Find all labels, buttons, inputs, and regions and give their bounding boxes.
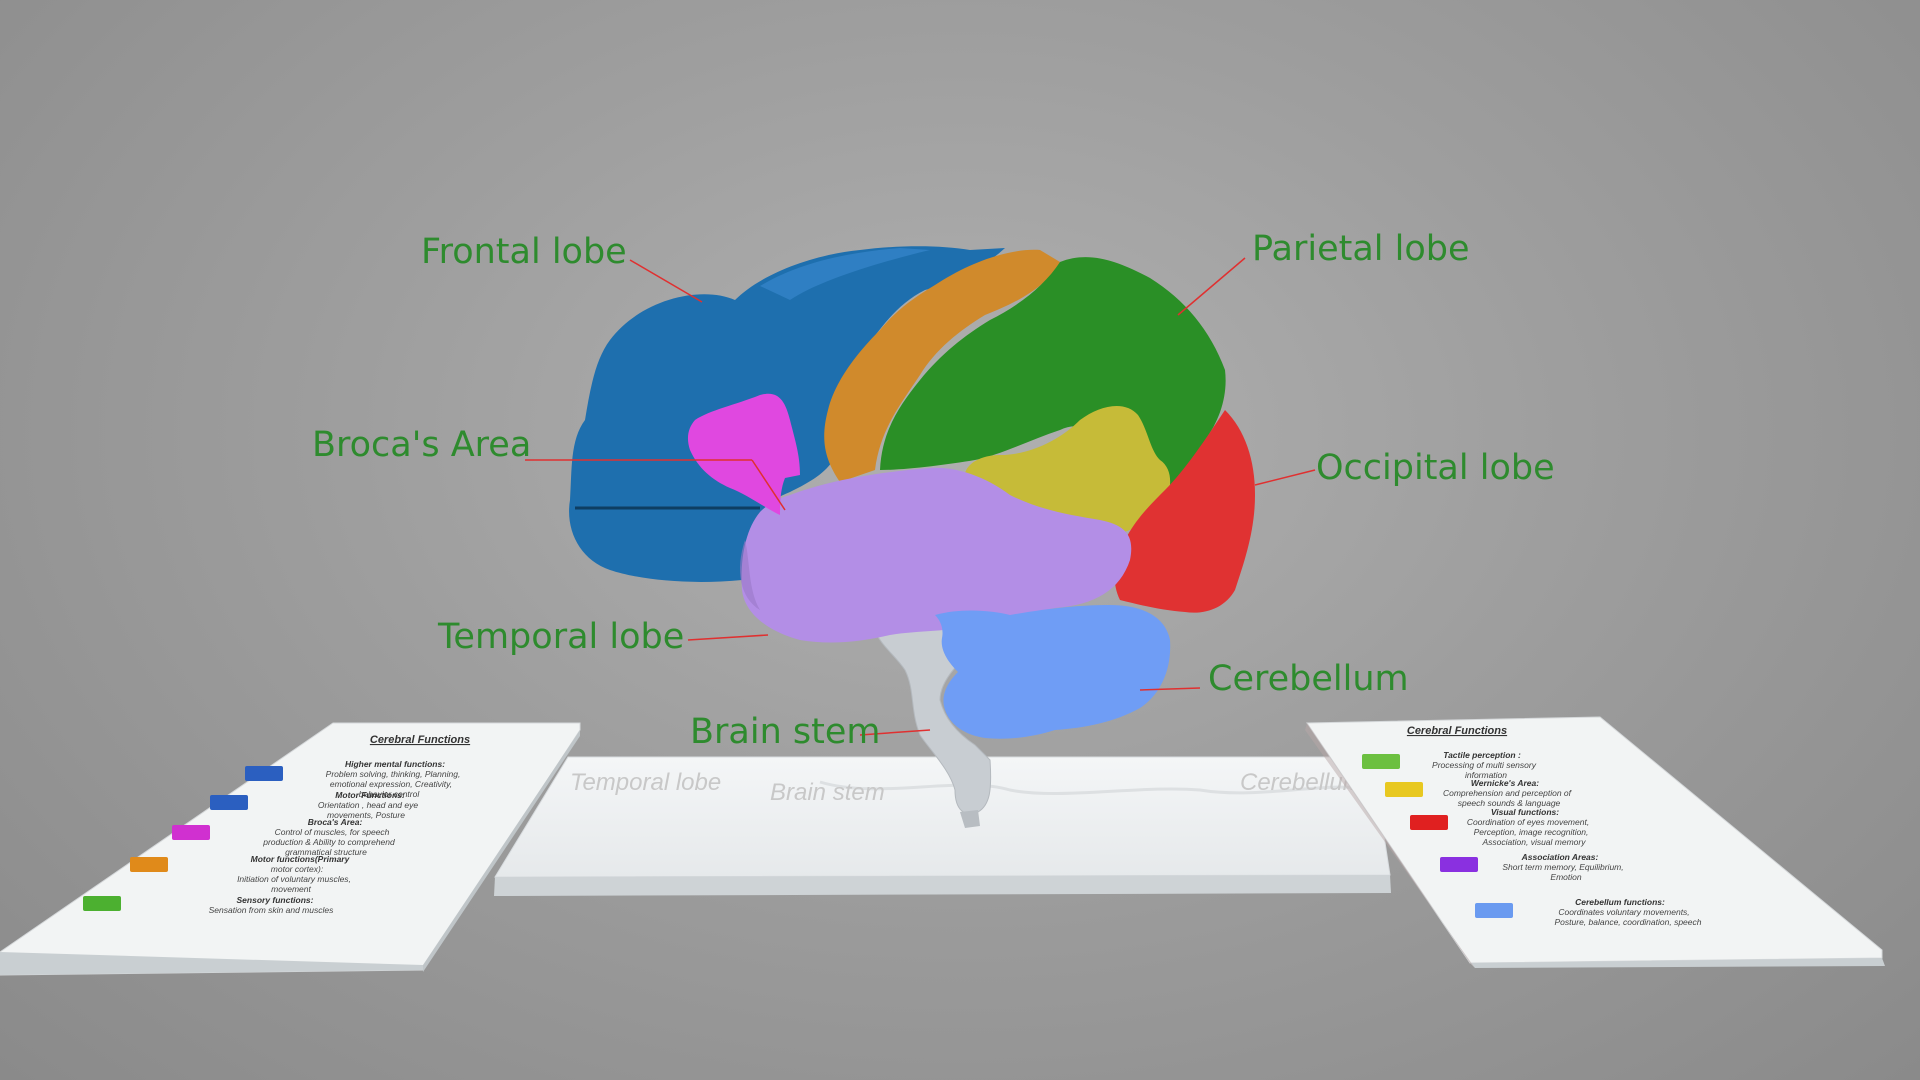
legend-heading: Tactile perception : (1443, 750, 1521, 760)
legend-description: Perception, image recognition, (1474, 827, 1589, 837)
legend-heading: Wernicke's Area: (1471, 778, 1539, 788)
legend-description: production & Ability to comprehend (262, 837, 395, 847)
legend-heading: Higher mental functions: (345, 759, 445, 769)
legend-description: Association, visual memory (1482, 837, 1587, 847)
base-reflection-brainstem: Brain stem (770, 779, 885, 806)
leader-cerebellum (1139, 687, 1201, 691)
right-card-title: Cerebral Functions (1407, 725, 1507, 737)
leader-temporal (687, 634, 769, 641)
legend-heading: Broca's Area: (308, 817, 363, 827)
cerebellum-region (935, 605, 1171, 739)
legend-heading: Visual functions: (1491, 807, 1559, 817)
legend-heading: Motor functions(Primary (251, 854, 351, 864)
legend-description: Control of muscles, for speech (275, 827, 390, 837)
left-card-title: Cerebral Functions (370, 734, 470, 746)
legend-swatch (1440, 857, 1478, 872)
leader-lines (525, 257, 1316, 736)
label-occipital-lobe: Occipital lobe (1316, 448, 1555, 488)
brocas-area-region (687, 393, 800, 515)
legend-swatch (210, 795, 248, 810)
legend-description: information (1465, 770, 1507, 780)
legend-swatch (1385, 782, 1423, 797)
legend-heading: Sensory functions: (237, 895, 314, 905)
temporal-shade (740, 540, 760, 610)
legend-description: Problem solving, thinking, Planning, (326, 769, 461, 779)
legend-swatch (130, 857, 168, 872)
legend-swatch (1475, 903, 1513, 918)
legend-heading: Association Areas: (1521, 852, 1599, 862)
legend-description: Posture, balance, coordination, speech (1555, 917, 1702, 927)
legend-description: Short term memory, Equilibrium, (1502, 862, 1623, 872)
motor-cortex-region (824, 249, 1060, 482)
legend-description: Comprehension and perception of (1443, 788, 1573, 798)
leader-broca-2 (751, 459, 786, 511)
label-cerebellum: Cerebellum (1208, 659, 1409, 699)
occipital-lobe-region (1114, 410, 1255, 613)
right-card-items: Tactile perception :Processing of multi … (1362, 750, 1702, 927)
leader-brainstem (859, 729, 931, 736)
frontal-highlight (760, 248, 930, 300)
leader-frontal (629, 259, 703, 303)
label-brain-stem: Brain stem (690, 712, 880, 752)
legend-description: Sensation from skin and muscles (209, 905, 334, 915)
right-function-card: Cerebral Functions Tactile perception :P… (1305, 716, 1885, 968)
legend-description: behavior control (359, 789, 421, 799)
legend-description: Processing of multi sensory (1432, 760, 1537, 770)
base-reflection-temporal: Temporal lobe (570, 769, 721, 796)
legend-description: emotional expression, Creativity, (330, 779, 452, 789)
legend-swatch (1362, 754, 1400, 769)
legend-description: movement (271, 884, 311, 894)
label-temporal-lobe: Temporal lobe (437, 617, 684, 657)
brainstem-base (960, 810, 980, 828)
leader-occipital (1254, 469, 1316, 486)
label-frontal-lobe: Frontal lobe (421, 232, 627, 272)
legend-description: Initiation of voluntary muscles, (237, 874, 351, 884)
legend-description: grammatical structure (285, 847, 367, 857)
legend-description: motor cortex): (271, 864, 324, 874)
legend-description: Emotion (1550, 872, 1581, 882)
display-base: Temporal lobe Brain stem Cerebellum (494, 756, 1391, 896)
label-brocas-area: Broca's Area (312, 425, 531, 465)
legend-swatch (245, 766, 283, 781)
legend-swatch (83, 896, 121, 911)
legend-description: speech sounds & language (1458, 798, 1561, 808)
legend-heading: Motor Functions: (335, 790, 405, 800)
legend-description: movements, Posture (327, 810, 405, 820)
leader-parietal (1177, 257, 1246, 316)
legend-swatch (172, 825, 210, 840)
left-card-items: Higher mental functions:Problem solving,… (83, 759, 460, 915)
legend-description: Coordinates voluntary movements, (1558, 907, 1689, 917)
label-parietal-lobe: Parietal lobe (1252, 229, 1470, 269)
legend-description: Coordination of eyes movement, (1467, 817, 1589, 827)
temporal-lobe-region (741, 467, 1132, 643)
left-function-card: Cerebral Functions Higher mental functio… (0, 722, 581, 976)
legend-description: Orientation , head and eye (318, 800, 418, 810)
legend-heading: Cerebellum functions: (1575, 897, 1665, 907)
legend-swatch (1410, 815, 1448, 830)
